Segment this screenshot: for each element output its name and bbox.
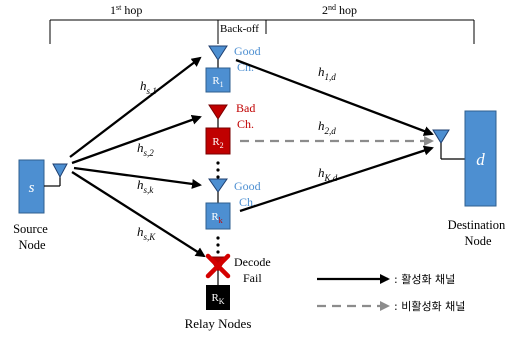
channel-label-hsK: hs,K bbox=[137, 224, 156, 242]
relay-r1-antenna-icon bbox=[208, 45, 228, 68]
relay-r2-box bbox=[205, 127, 231, 155]
relay-rK-label: RK bbox=[211, 292, 224, 306]
legend-inactive-label: : 비활성화 채널 bbox=[394, 299, 465, 313]
relay-rK-box bbox=[206, 285, 230, 310]
relay-r2-status: Bad Ch. bbox=[236, 101, 258, 131]
legend-active-label: : 활성화 채널 bbox=[394, 272, 455, 286]
relay-r2-antenna-icon bbox=[208, 104, 228, 128]
backoff-label: Back-off bbox=[220, 23, 259, 35]
channel-label-h1d: h1,d bbox=[318, 64, 336, 82]
link-rk-d bbox=[239, 145, 434, 213]
relay-ellipsis-upper bbox=[216, 161, 220, 179]
relay-rk-antenna-icon bbox=[208, 178, 228, 203]
channel-label-hs1: hs,1 bbox=[140, 78, 157, 96]
channel-label-h2d: h2,d bbox=[318, 118, 336, 136]
hop-bracket bbox=[49, 19, 475, 44]
relay-nodes-label: Relay Nodes bbox=[185, 316, 252, 331]
relay-rK-status: Decode Fail bbox=[234, 255, 274, 285]
link-s-r1 bbox=[69, 56, 202, 158]
relay-r1-status: Good Ch. bbox=[234, 44, 264, 74]
link-s-rk bbox=[73, 166, 202, 189]
link-s-r2 bbox=[71, 115, 202, 165]
destination-antenna-icon bbox=[432, 129, 465, 160]
link-r1-d bbox=[235, 58, 434, 136]
relay-r2-label: R2 bbox=[212, 136, 223, 150]
relay-rk-label: Rk bbox=[211, 211, 222, 225]
destination-symbol: d bbox=[476, 150, 485, 169]
channel-label-hsk: hs,k bbox=[137, 177, 154, 195]
decode-fail-cross-icon bbox=[205, 253, 231, 279]
relay-rk-status: Good Ch. bbox=[234, 179, 264, 209]
relay-r1-label: R1 bbox=[212, 75, 223, 89]
destination-label: Destination Node bbox=[448, 218, 509, 248]
relay-r1-box bbox=[205, 67, 231, 93]
source-antenna-icon bbox=[44, 163, 68, 187]
source-symbol: s bbox=[29, 180, 35, 196]
first-hop-label: 1st hop bbox=[110, 3, 142, 17]
link-s-rK bbox=[71, 171, 206, 258]
relay-ellipsis-lower bbox=[216, 236, 220, 254]
channel-label-hs2: hs,2 bbox=[137, 140, 154, 158]
relay-rk-box bbox=[205, 202, 231, 230]
second-hop-label: 2nd hop bbox=[322, 3, 357, 17]
channel-label-hKd: hK,d bbox=[318, 165, 338, 183]
source-label: Source Node bbox=[13, 222, 51, 252]
destination-node-box bbox=[464, 110, 497, 207]
